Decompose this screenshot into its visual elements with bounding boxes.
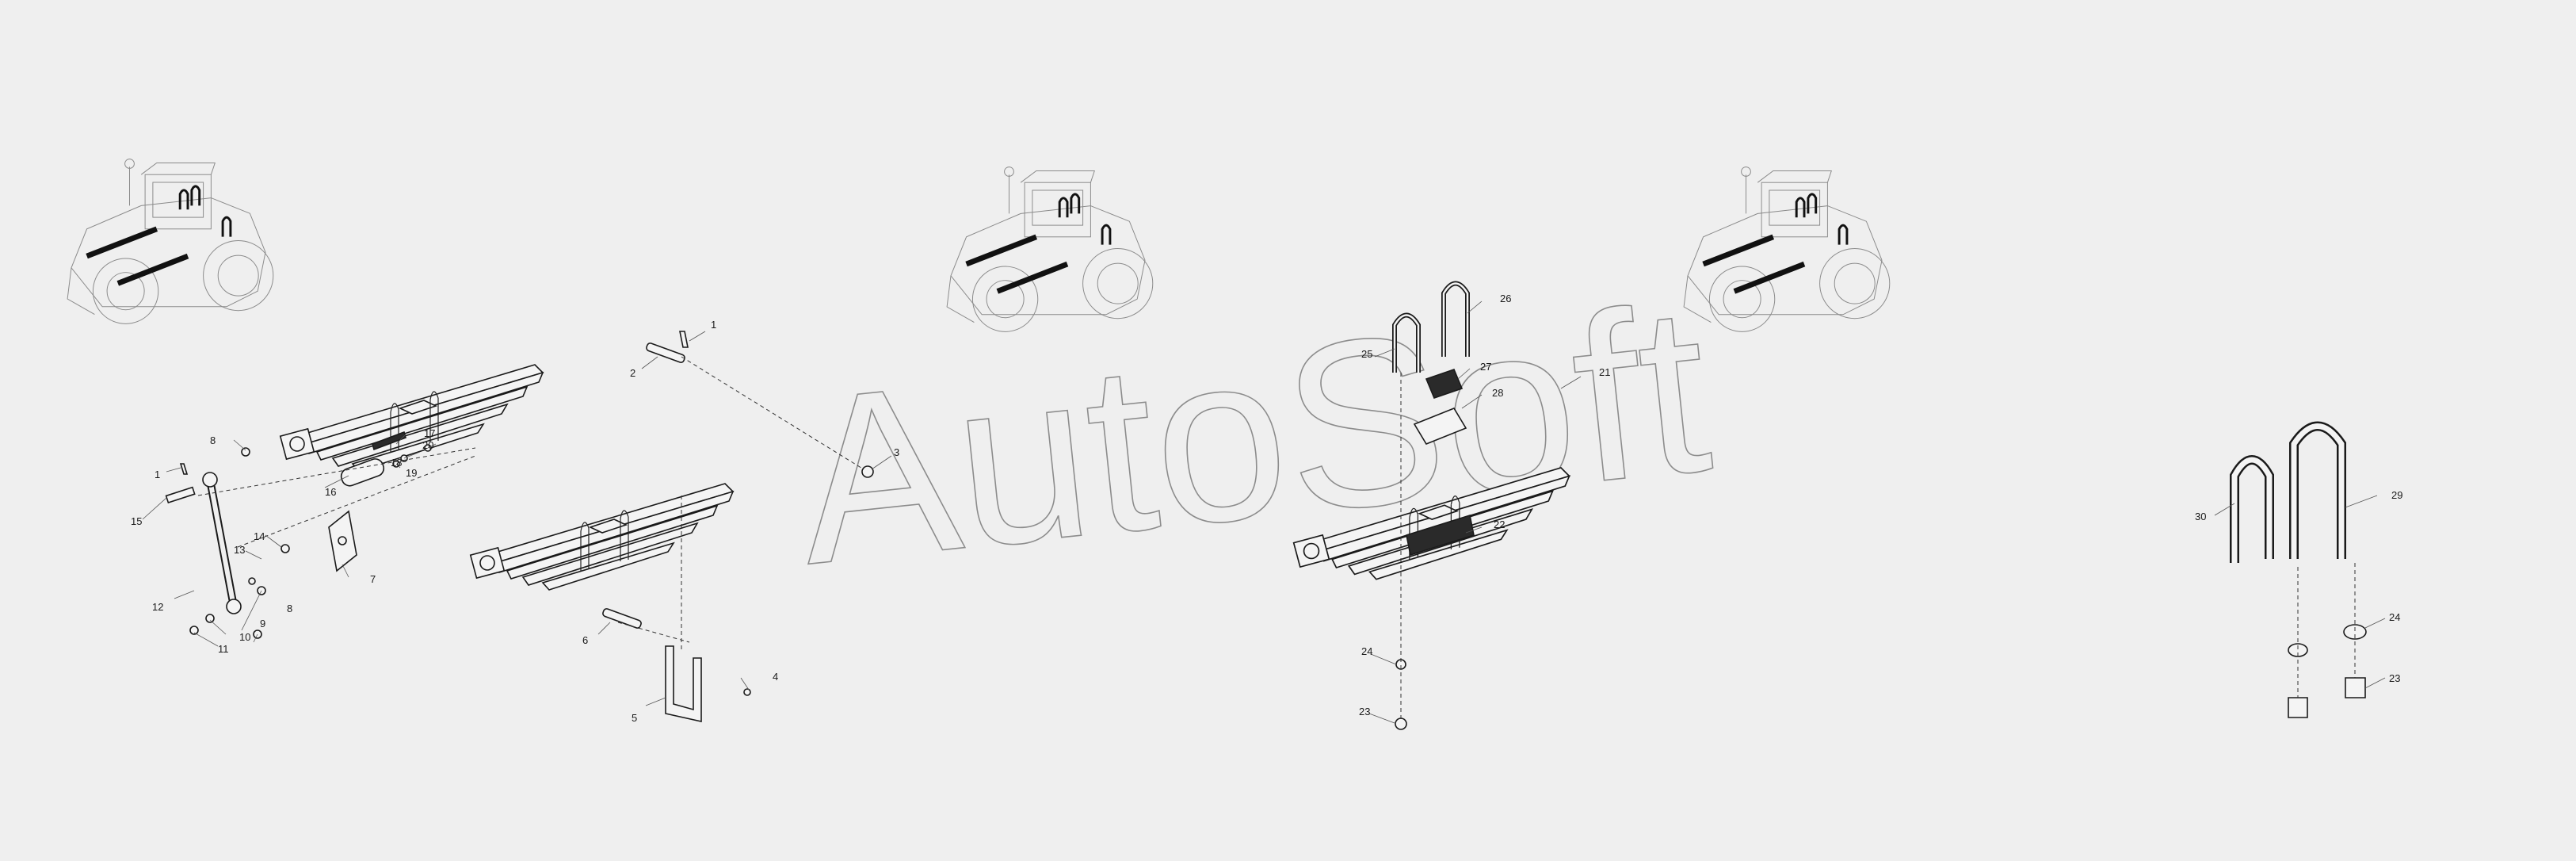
u-bolt-detail — [2230, 421, 2367, 718]
callout-b10: 10 — [239, 631, 250, 643]
callout-d23: 23 — [2389, 672, 2400, 684]
small-parts — [165, 331, 874, 722]
callout-28: 28 — [1492, 387, 1503, 399]
tractor-overview-1 — [67, 159, 273, 324]
callout-6: 6 — [582, 634, 588, 646]
callout-b13: 13 — [234, 544, 245, 556]
bracket — [328, 510, 357, 572]
callout-d24: 24 — [2389, 611, 2400, 623]
callout-5: 5 — [632, 712, 637, 724]
callout-b7: 7 — [370, 573, 376, 585]
shock-absorber — [202, 472, 242, 614]
autosoft-watermark: AutoSoft — [785, 254, 1721, 614]
callout-b9: 9 — [260, 618, 265, 629]
callout-24: 24 — [1361, 645, 1372, 657]
callout-b11: 11 — [218, 643, 229, 655]
callout-b8-mid: 8 — [287, 603, 292, 614]
callout-b14: 14 — [254, 530, 265, 542]
callout-b18: 18 — [391, 457, 402, 469]
callout-b1: 1 — [155, 469, 160, 480]
callout-b17: 17 — [424, 427, 435, 439]
callout-labels: 1 2 3 4 5 6 1 7 8 8 9 10 11 12 13 14 15 … — [131, 293, 2402, 724]
callout-26: 26 — [1500, 293, 1511, 304]
callout-3: 3 — [894, 446, 899, 458]
callout-b8-top: 8 — [210, 434, 216, 446]
leaf-spring-assembly-middle — [469, 483, 734, 591]
callout-21: 21 — [1599, 366, 1610, 378]
leader-lines — [142, 300, 2386, 724]
callout-d29: 29 — [2391, 489, 2402, 501]
callout-b20: 20 — [422, 439, 433, 451]
callout-d30: 30 — [2195, 511, 2206, 522]
tractor-overview-3 — [1684, 167, 1890, 332]
callout-25: 25 — [1361, 348, 1372, 360]
callout-22: 22 — [1494, 519, 1505, 530]
callout-2: 2 — [630, 367, 635, 379]
callout-27: 27 — [1480, 361, 1491, 373]
callout-b19: 19 — [406, 467, 417, 479]
callout-b15: 15 — [131, 515, 142, 527]
callout-4: 4 — [773, 671, 778, 683]
callout-b12: 12 — [152, 601, 163, 613]
callout-1: 1 — [711, 319, 716, 331]
callout-b16: 16 — [325, 486, 336, 498]
tractor-overview-2 — [947, 167, 1153, 332]
callout-23: 23 — [1359, 706, 1370, 718]
